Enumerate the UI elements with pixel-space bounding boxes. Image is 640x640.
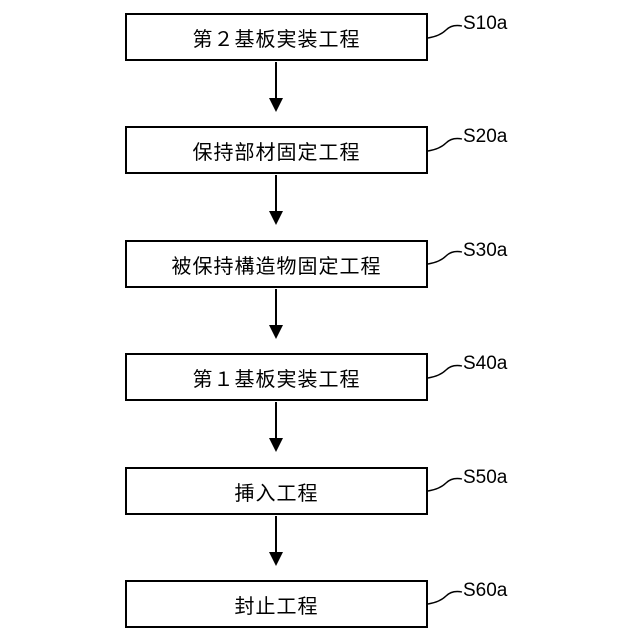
step-id: S30a bbox=[463, 240, 507, 262]
step-label: 第１基板実装工程 bbox=[193, 363, 361, 392]
step-box-4: 第１基板実装工程 bbox=[125, 353, 428, 401]
step-label: 保持部材固定工程 bbox=[193, 136, 361, 165]
step-id: S20a bbox=[463, 126, 507, 148]
flow-arrow-4 bbox=[269, 402, 283, 452]
step-id: S40a bbox=[463, 353, 507, 375]
leader-line-3 bbox=[428, 252, 462, 265]
step-box-3: 被保持構造物固定工程 bbox=[125, 240, 428, 288]
step-id: S60a bbox=[463, 580, 507, 602]
step-label: 封止工程 bbox=[235, 590, 319, 619]
step-box-5: 挿入工程 bbox=[125, 467, 428, 515]
flow-arrow-1 bbox=[269, 62, 283, 112]
leader-line-6 bbox=[428, 592, 462, 605]
step-label: 被保持構造物固定工程 bbox=[172, 250, 382, 279]
leader-line-2 bbox=[428, 139, 462, 152]
flow-arrow-5 bbox=[269, 516, 283, 566]
leader-line-4 bbox=[428, 366, 462, 379]
leader-line-5 bbox=[428, 479, 462, 492]
leader-line-1 bbox=[428, 26, 462, 39]
step-id: S50a bbox=[463, 467, 507, 489]
step-box-1: 第２基板実装工程 bbox=[125, 13, 428, 61]
step-label: 第２基板実装工程 bbox=[193, 23, 361, 52]
flow-arrow-2 bbox=[269, 175, 283, 225]
flow-arrow-3 bbox=[269, 289, 283, 339]
step-id: S10a bbox=[463, 13, 507, 35]
step-box-6: 封止工程 bbox=[125, 580, 428, 628]
step-label: 挿入工程 bbox=[235, 477, 319, 506]
step-box-2: 保持部材固定工程 bbox=[125, 126, 428, 174]
